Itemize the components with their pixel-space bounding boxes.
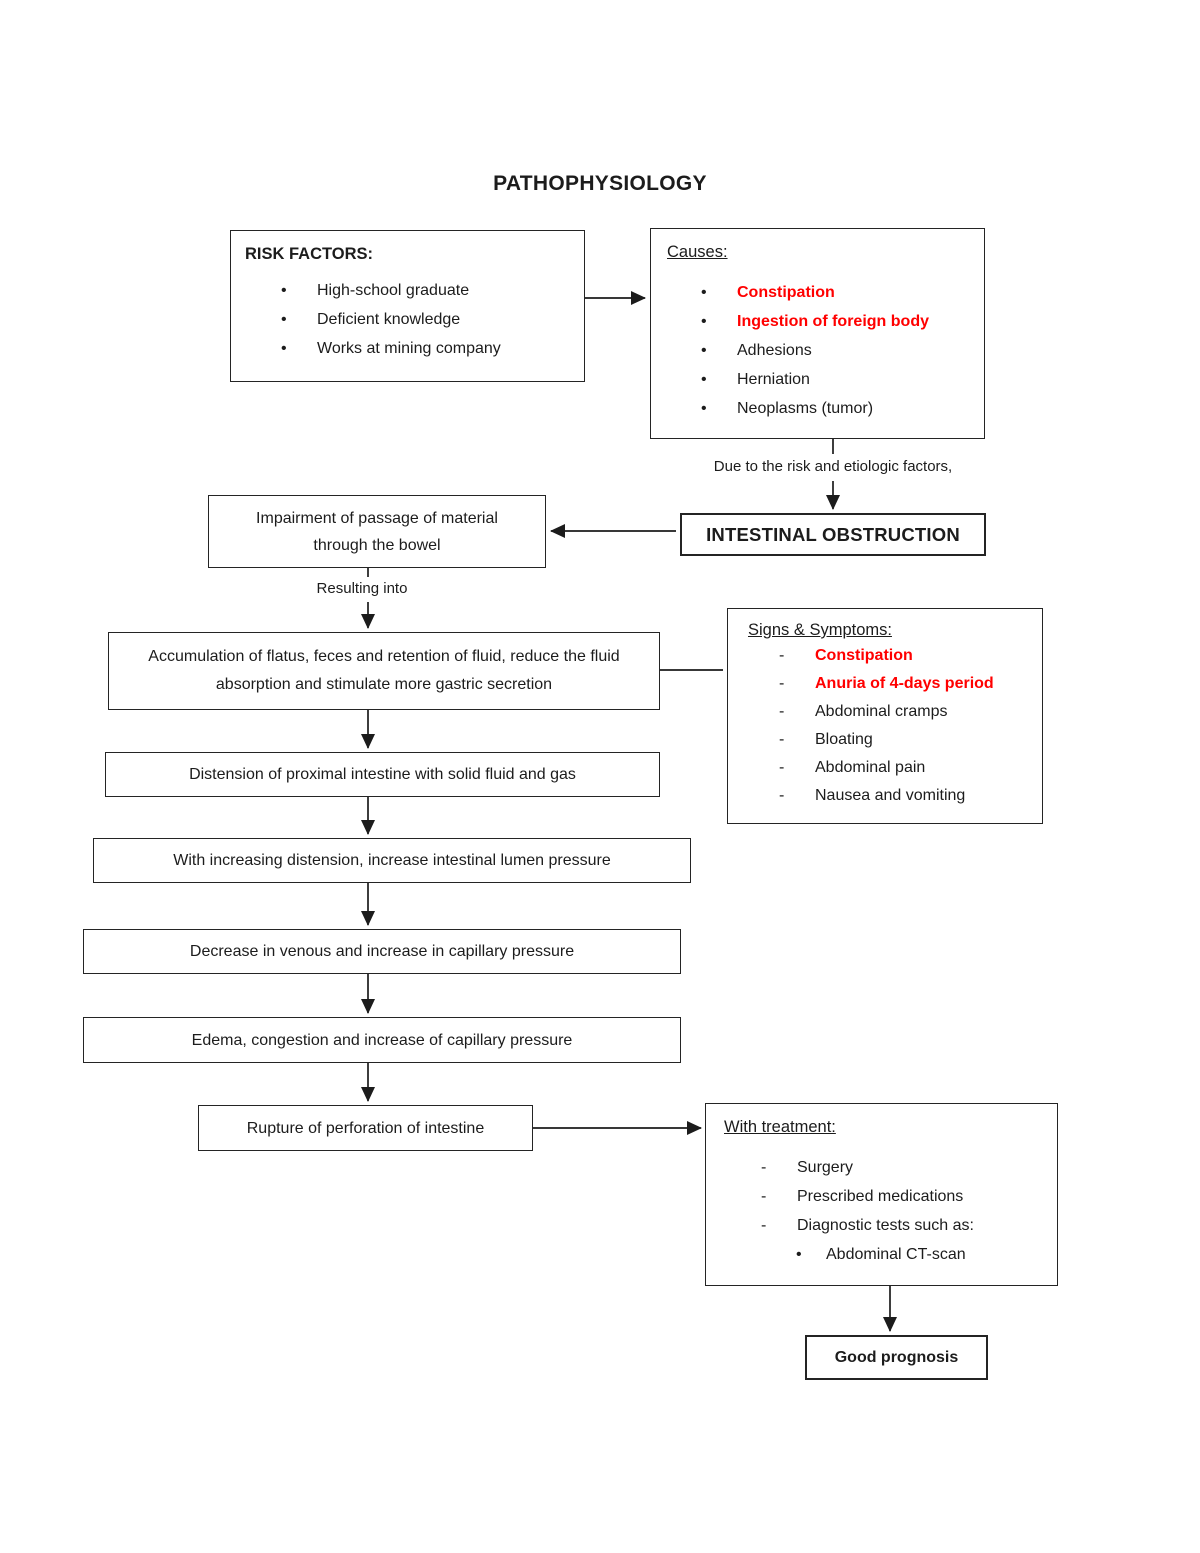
bullet-icon: • (701, 284, 707, 301)
bullet-icon: • (701, 400, 707, 417)
symptom-item: - Abdominal pain (779, 759, 926, 776)
causes-header: Causes: (667, 243, 728, 261)
symptom-item: - Bloating (779, 731, 873, 748)
signs-symptoms-box: Signs & Symptoms: - Constipation - Anuri… (727, 608, 1043, 824)
impairment-box: Impairment of passage of material throug… (208, 495, 546, 568)
symptom-item: - Constipation (779, 647, 913, 664)
dash-icon: - (779, 703, 785, 720)
dash-icon: - (761, 1188, 767, 1205)
treatment-item: - Diagnostic tests such as: (761, 1217, 974, 1234)
dash-icon: - (779, 759, 785, 776)
resulting-into-label: Resulting into (316, 580, 408, 597)
dash-icon: - (761, 1217, 767, 1234)
cause-item: • Ingestion of foreign body (701, 313, 929, 330)
dash-icon: - (761, 1159, 767, 1176)
risk-factor-item: • Deficient knowledge (281, 311, 461, 328)
good-prognosis-box: Good prognosis (805, 1335, 988, 1380)
venous-capillary-box: Decrease in venous and increase in capil… (83, 929, 681, 974)
risk-factors-box: RISK FACTORS: • High-school graduate • D… (230, 230, 585, 382)
treatment-item: - Prescribed medications (761, 1188, 964, 1205)
bullet-icon: • (281, 282, 287, 299)
signs-symptoms-list: - Constipation - Anuria of 4-days period… (748, 646, 1034, 806)
accumulation-box: Accumulation of flatus, feces and retent… (108, 632, 660, 710)
impairment-text: Impairment of passage of material throug… (256, 509, 498, 554)
cause-item: • Neoplasms (tumor) (701, 400, 874, 417)
bullet-icon: • (701, 313, 707, 330)
dash-icon: - (779, 647, 785, 664)
treatment-item: - Surgery (761, 1159, 854, 1176)
symptom-item: - Nausea and vomiting (779, 787, 966, 804)
bullet-icon: • (701, 371, 707, 388)
bullet-icon: • (281, 311, 287, 328)
treatment-list: - Surgery - Prescribed medications - Dia… (724, 1158, 1049, 1265)
causes-list: • Constipation • Ingestion of foreign bo… (667, 283, 976, 419)
bullet-icon: • (281, 340, 287, 357)
bullet-icon: • (701, 342, 707, 359)
distension-box: Distension of proximal intestine with so… (105, 752, 660, 797)
edema-box: Edema, congestion and increase of capill… (83, 1017, 681, 1063)
treatment-header: With treatment: (724, 1118, 836, 1136)
symptom-item: - Abdominal cramps (779, 703, 948, 720)
accumulation-text: Accumulation of flatus, feces and retent… (148, 648, 620, 693)
causes-box: Causes: • Constipation • Ingestion of fo… (650, 228, 985, 439)
dash-icon: - (779, 787, 785, 804)
risk-factors-list: • High-school graduate • Deficient knowl… (245, 281, 574, 359)
signs-symptoms-header: Signs & Symptoms: (748, 621, 892, 639)
due-to-risk-label: Due to the risk and etiologic factors, (713, 458, 953, 475)
treatment-sub-item: • Abdominal CT-scan (796, 1246, 966, 1263)
risk-factor-item: • Works at mining company (281, 340, 501, 357)
page-title: PATHOPHYSIOLOGY (493, 172, 707, 195)
risk-factor-item: • High-school graduate (281, 282, 470, 299)
intestinal-obstruction-box: INTESTINAL OBSTRUCTION (680, 513, 986, 556)
lumen-pressure-box: With increasing distension, increase int… (93, 838, 691, 883)
dash-icon: - (779, 731, 785, 748)
rupture-box: Rupture of perforation of intestine (198, 1105, 533, 1151)
treatment-box: With treatment: - Surgery - Prescribed m… (705, 1103, 1058, 1286)
dash-icon: - (779, 675, 785, 692)
bullet-icon: • (796, 1246, 802, 1263)
cause-item: • Herniation (701, 371, 810, 388)
risk-factors-header: RISK FACTORS: (245, 245, 374, 263)
symptom-item: - Anuria of 4-days period (779, 675, 994, 692)
cause-item: • Constipation (701, 284, 835, 301)
cause-item: • Adhesions (701, 342, 812, 359)
